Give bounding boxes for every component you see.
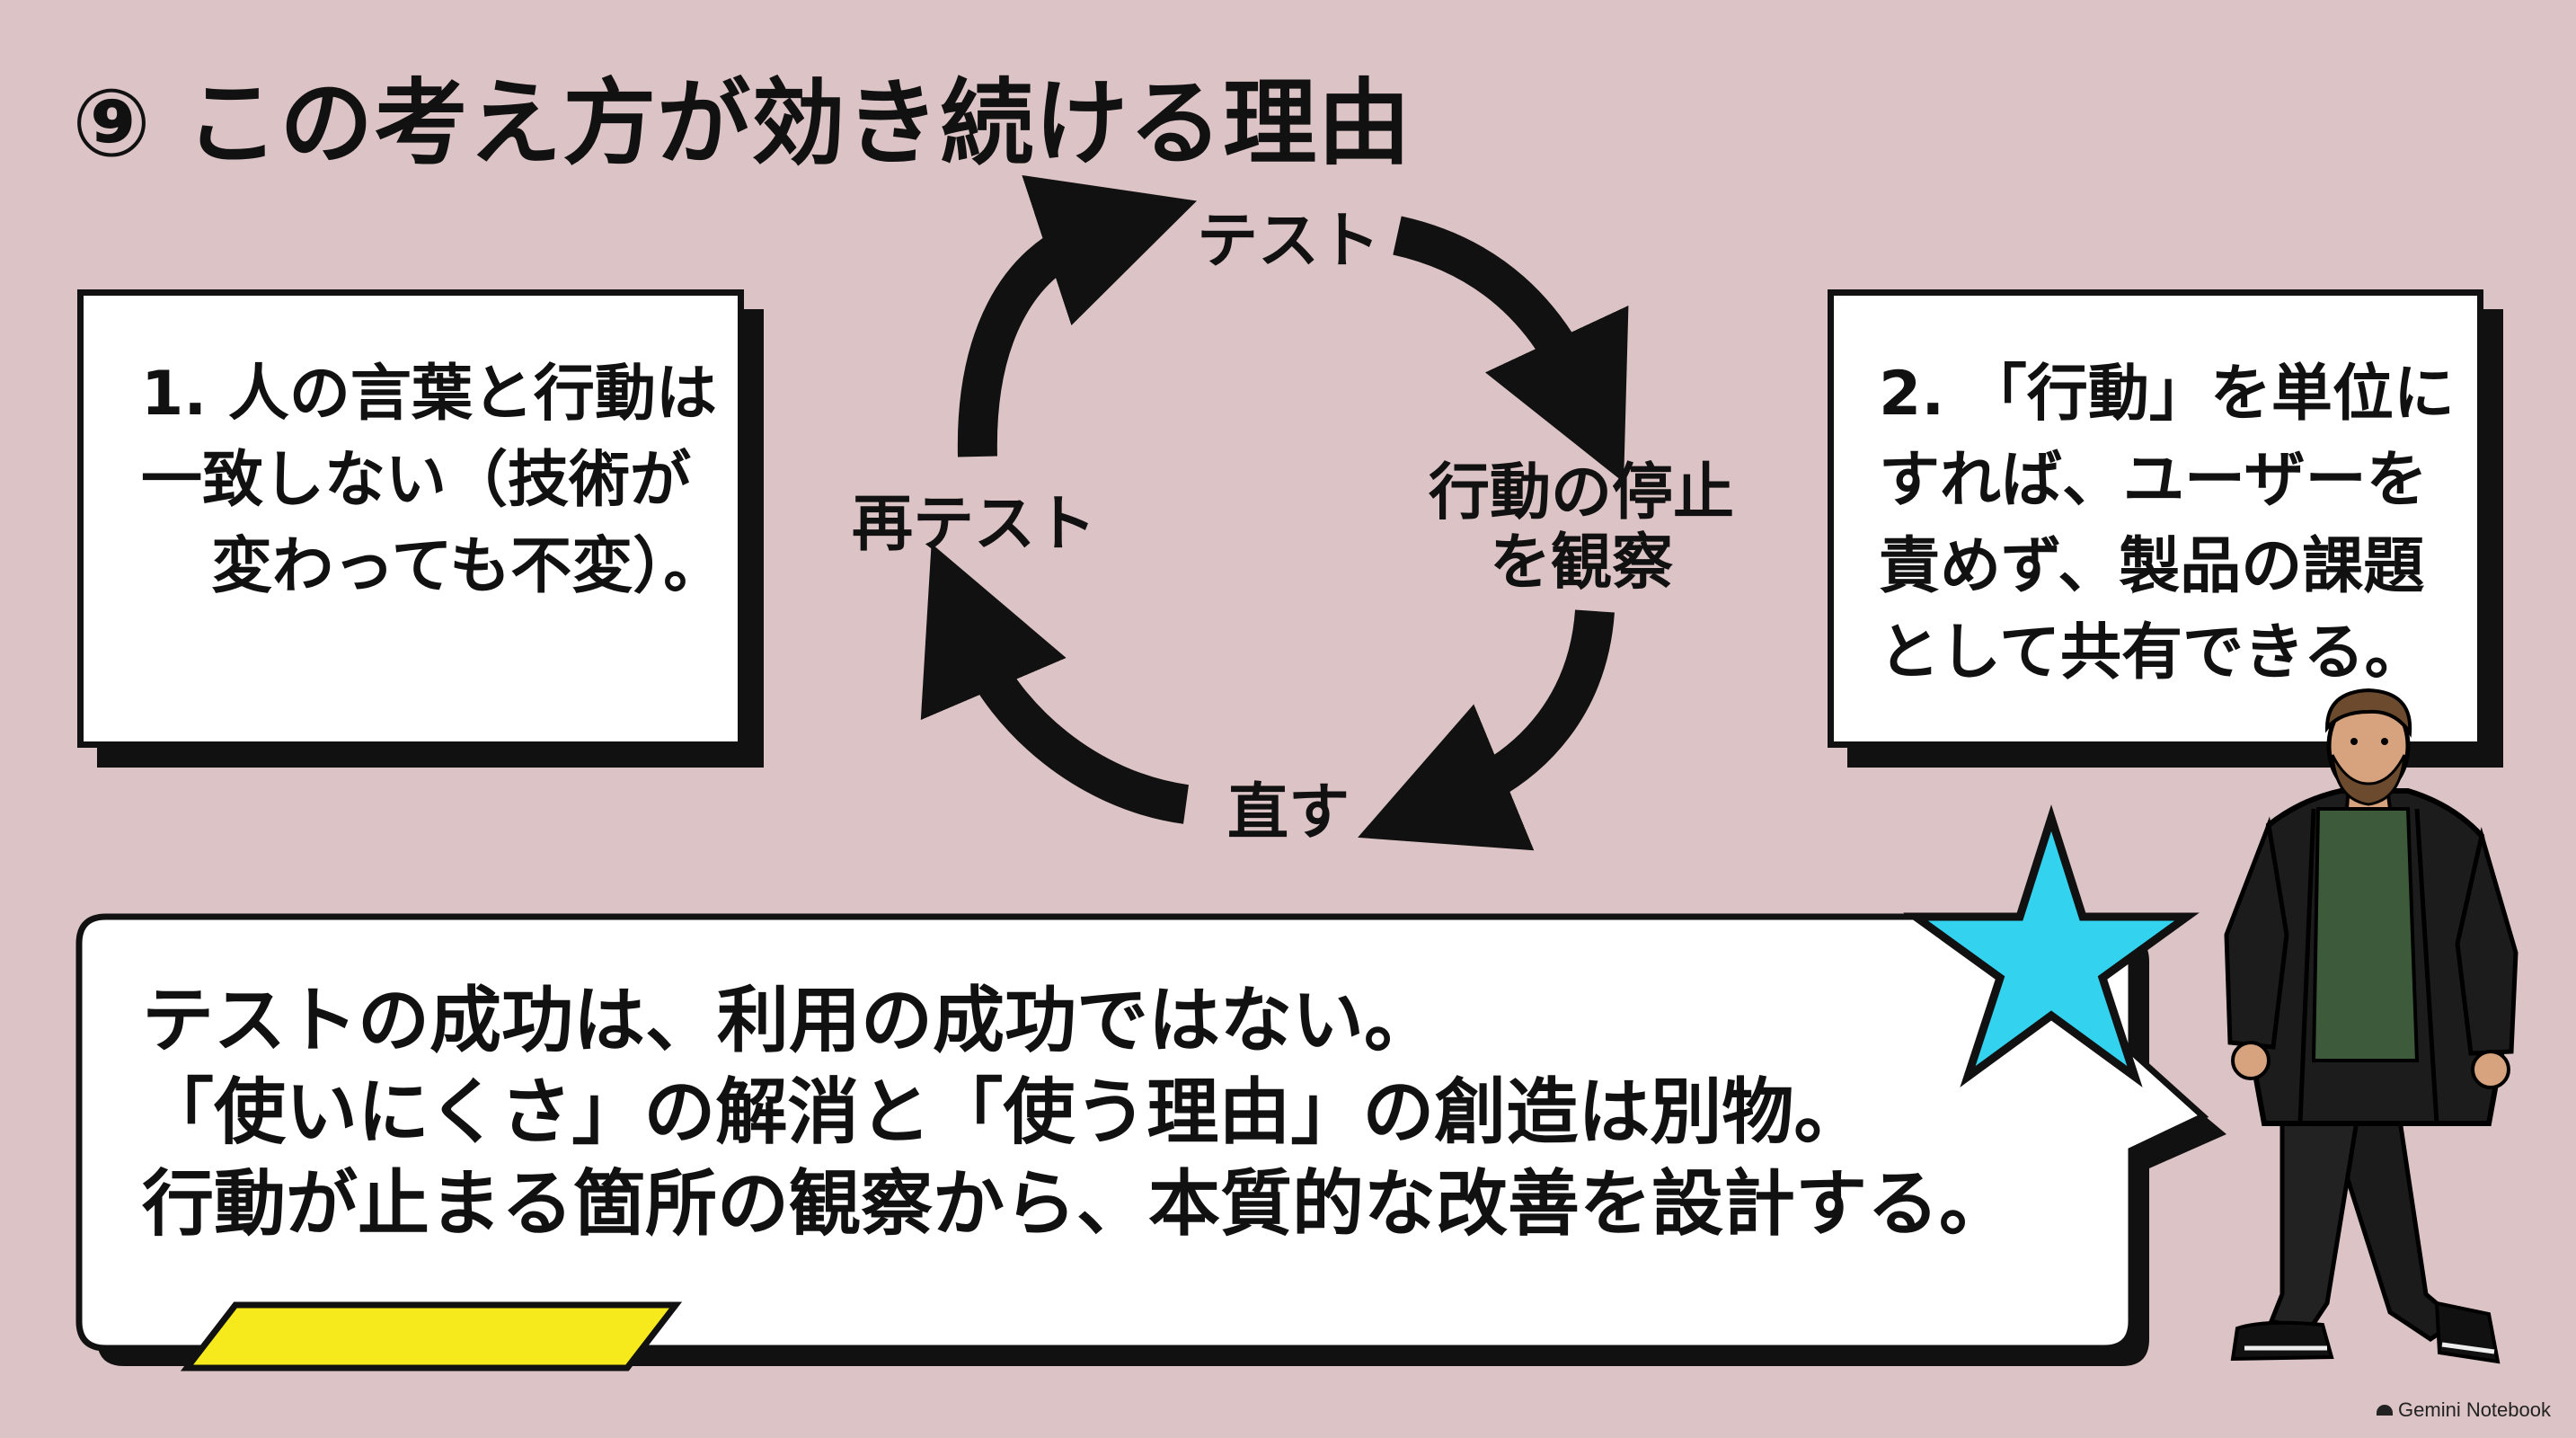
arrow-retest-to-test — [957, 174, 1197, 457]
yellow-tape — [180, 1301, 683, 1371]
reason-1-line-1: 1. 人の言葉と行動は — [141, 359, 717, 430]
logo-text: Gemini Notebook — [2398, 1398, 2551, 1421]
page-title: ⑨ この考え方が効き続ける理由 — [72, 68, 1412, 178]
key-message-line-1: テストの成功は、利用の成功ではない。 — [142, 979, 1436, 1062]
key-message-line-2: 「使いにくさ」の解消と「使う理由」の創造は別物。 — [142, 1070, 1866, 1154]
cycle-label-fix: 直す — [1227, 777, 1350, 848]
logo-icon — [2377, 1405, 2394, 1416]
reason-2-line-2: すれば、ユーザーを — [1879, 445, 2428, 516]
cycle-label-observe-2: を観察 — [1490, 528, 1674, 599]
cycle-label-retest: 再テスト — [852, 489, 1097, 560]
watermark-logo: Gemini Notebook — [2377, 1398, 2551, 1422]
key-message: テストの成功は、利用の成功ではない。 「使いにくさ」の解消と「使う理由」の創造は… — [142, 975, 2011, 1250]
star-icon — [1903, 804, 2200, 1087]
reason-2-line-1: 2. 「行動」を単位に — [1879, 359, 2455, 430]
arrow-fix-to-retest — [920, 543, 1190, 824]
reason-2-line-4: として共有できる。 — [1879, 617, 2426, 688]
reason-box-1: 1. 人の言葉と行動は 一致しない（技術が 変わっても不変）。 — [77, 289, 744, 748]
cycle-label-test: テスト — [1197, 206, 1381, 277]
reason-box-2: 2. 「行動」を単位に すれば、ユーザーを 責めず、製品の課題 として共有できる… — [1828, 289, 2483, 748]
reason-2-line-3: 責めず、製品の課題 — [1879, 531, 2425, 602]
arrow-test-to-observe — [1393, 216, 1629, 483]
arrow-observe-to-fix — [1358, 609, 1615, 851]
reason-1-line-3: 変わっても不変）。 — [211, 531, 725, 602]
cycle-label-observe-1: 行動の停止 — [1429, 457, 1735, 528]
key-message-line-3: 行動が止まる箇所の観察から、本質的な改善を設計する。 — [142, 1162, 2011, 1246]
reason-1-line-2: 一致しない（技術が — [141, 445, 692, 516]
